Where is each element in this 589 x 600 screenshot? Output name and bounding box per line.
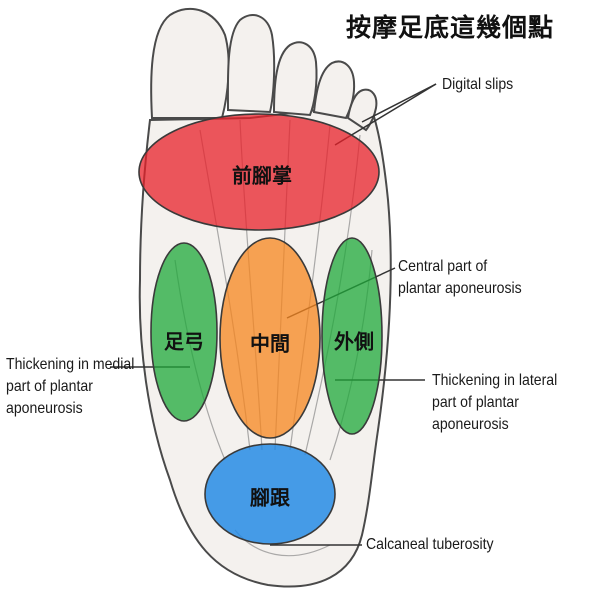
zone-heel[interactable] [204,443,336,545]
massage-zones [138,113,383,545]
annotation-line: aponeurosis [6,400,83,417]
page-title: 按摩足底這幾個點 [346,13,555,42]
annotation-line: Thickening in medial [6,356,135,373]
zone-forefoot[interactable] [138,113,380,231]
zone-lateral[interactable] [321,237,383,435]
annotation-line: Central part of [398,258,488,275]
annotation-line: aponeurosis [432,416,509,433]
big-toe [150,7,230,119]
annotation-medial: Thickening in medial part of plantar apo… [6,354,134,420]
annotation-line: Digital slips [442,76,514,93]
annotation-central: Central part of plantar aponeurosis [398,256,522,300]
annotation-line: part of plantar [6,378,93,395]
zone-label-middle: 中間 [250,331,290,356]
annotation-line: Thickening in lateral [432,372,558,389]
zone-label-medial-arch: 足弓 [164,329,204,354]
zone-label-lateral: 外側 [334,329,374,354]
zone-label-heel: 腳跟 [250,485,290,510]
third-toe [272,41,318,117]
annotation-calcaneal: Calcaneal tuberosity [366,534,494,556]
annotation-line: plantar aponeurosis [398,280,522,297]
annotation-lateral: Thickening in lateral part of plantar ap… [432,370,557,436]
fourth-toe [312,60,356,120]
zone-middle[interactable] [219,237,321,439]
zone-medial-arch[interactable] [150,242,218,422]
annotation-line: part of plantar [432,394,519,411]
zone-label-forefoot: 前腳掌 [232,163,292,188]
annotation-line: Calcaneal tuberosity [366,536,494,553]
annotation-digital-slips: Digital slips [442,74,513,96]
second-toe [226,14,276,114]
